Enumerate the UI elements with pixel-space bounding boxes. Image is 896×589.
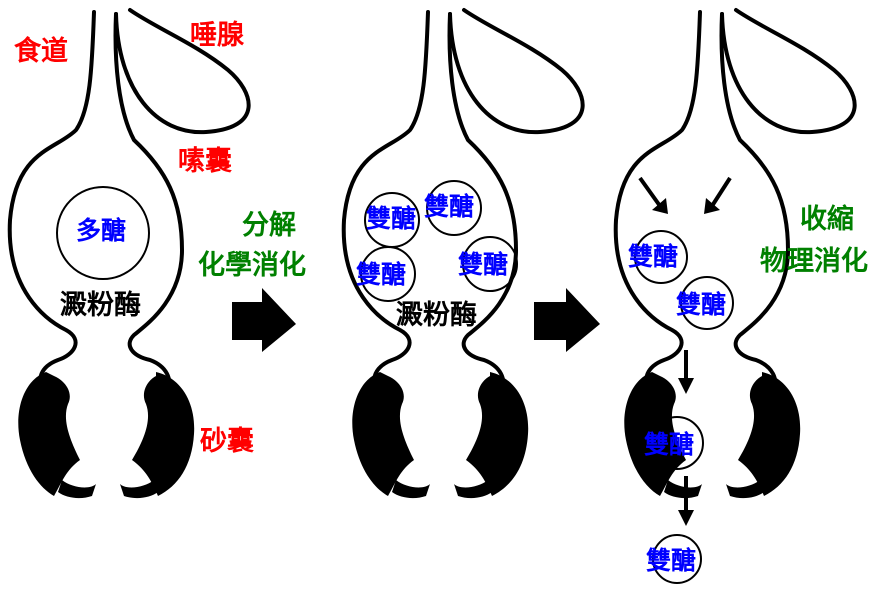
amylase-label: 澱粉酶 [60, 290, 141, 321]
disaccharide-label: 雙醣 [366, 204, 417, 233]
disaccharide-circle [680, 276, 734, 330]
polysaccharide-label: 多醣 [76, 216, 127, 245]
squeeze-arrow-icon [638, 176, 668, 214]
right-arrow-icon [232, 288, 296, 352]
disaccharide-label: 雙醣 [644, 430, 695, 459]
right-arrow-icon [534, 288, 600, 352]
step-1-title: 分解 [242, 210, 296, 241]
amylase-label: 澱粉酶 [396, 300, 477, 331]
disaccharide-label: 雙醣 [628, 242, 679, 271]
down-arrow-icon [678, 476, 694, 526]
down-arrow-icon [678, 350, 694, 394]
step-2-title: 收縮 [800, 204, 854, 235]
step-1-subtitle: 化學消化 [198, 250, 306, 281]
disaccharide-circle [634, 230, 688, 284]
disaccharide-circle [652, 534, 702, 584]
disaccharide-label: 雙醣 [424, 192, 475, 221]
disaccharide-label: 雙醣 [356, 260, 407, 289]
disaccharide-circle [360, 246, 416, 302]
polysaccharide-circle [56, 186, 150, 280]
step-2-subtitle: 物理消化 [760, 246, 868, 277]
disaccharide-circle [462, 236, 518, 292]
salivary-gland-label: 唾腺 [190, 20, 244, 51]
esophagus-label: 食道 [14, 36, 68, 67]
squeeze-arrow-icon [704, 176, 732, 214]
disaccharide-circle [426, 180, 482, 236]
disaccharide-circle [650, 416, 704, 470]
disaccharide-label: 雙醣 [646, 546, 697, 575]
crop-label: 嗉囊 [178, 146, 232, 177]
gizzard-label: 砂囊 [200, 426, 254, 457]
disaccharide-label: 雙醣 [676, 290, 727, 319]
disaccharide-label: 雙醣 [458, 250, 509, 279]
